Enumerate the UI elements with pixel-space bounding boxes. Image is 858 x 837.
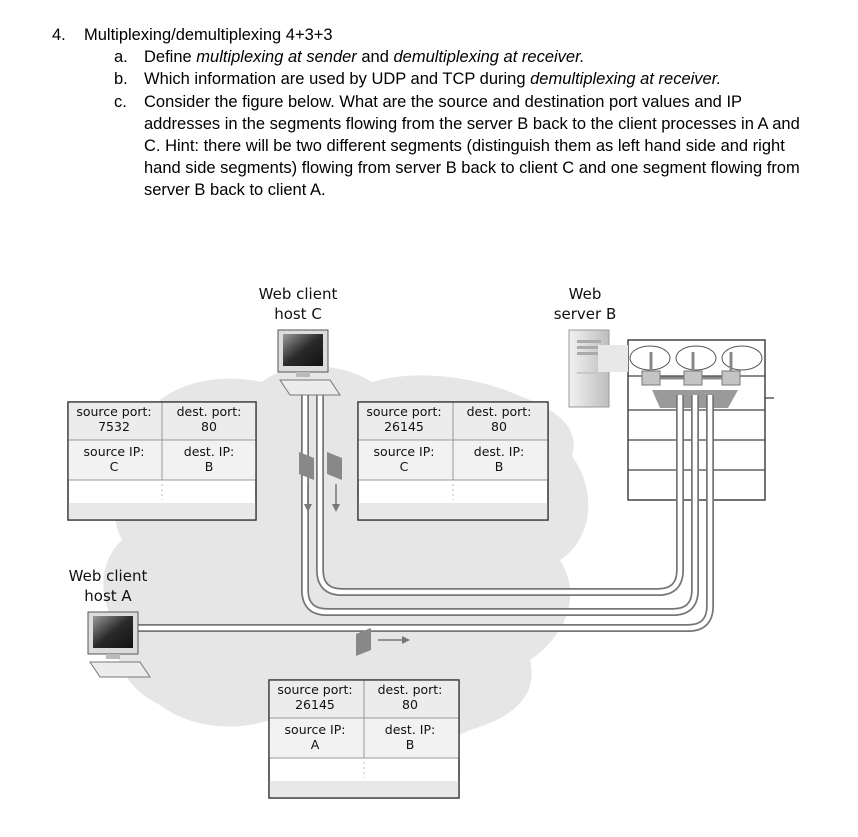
server-b-label-line2: server B <box>554 305 617 323</box>
segment-dest-port-label: dest. port: <box>378 682 443 697</box>
segment-source-ip-label: source IP: <box>374 444 435 459</box>
host-c-label-line2: host C <box>274 305 322 323</box>
segment-box: source port: 26145 dest. port: 80 source… <box>357 401 549 521</box>
packet-arrows <box>299 452 410 656</box>
segment-dest-ip-label: dest. IP: <box>474 444 524 459</box>
segment-source-ip-label: source IP: <box>285 722 346 737</box>
segment-dest-port-label: dest. port: <box>467 404 532 419</box>
segment-source-port-label: source port: <box>76 404 151 419</box>
segment-dest-ip-label: dest. IP: <box>184 444 234 459</box>
host-a-label-line2: host A <box>84 587 132 605</box>
server-socket-stack <box>598 339 774 501</box>
item-a-text: Define multiplexing at sender and demult… <box>144 48 585 66</box>
host-c-computer-icon <box>277 329 341 396</box>
host-c-label-line1: Web client <box>259 285 338 303</box>
segment-source-port-value: 26145 <box>295 697 335 712</box>
item-a-marker: a. <box>114 48 128 66</box>
segment-dest-ip-value: B <box>205 459 214 474</box>
item-b-text: Which information are used by UDP and TC… <box>144 70 722 88</box>
host-a-computer-icon <box>87 611 151 678</box>
segment-dest-port-value: 80 <box>402 697 418 712</box>
host-a-label-line1: Web client <box>69 567 148 585</box>
segment-source-ip-value: C <box>110 459 119 474</box>
segment-dest-ip-value: B <box>495 459 504 474</box>
segment-dest-ip-value: B <box>406 737 415 752</box>
segment-source-ip-value: A <box>311 737 320 752</box>
segment-dest-port-label: dest. port: <box>177 404 242 419</box>
segment-dest-ip-label: dest. IP: <box>385 722 435 737</box>
connection-pipes <box>120 385 714 632</box>
question-title: Multiplexing/demultiplexing 4+3+3 <box>84 26 333 44</box>
item-b-marker: b. <box>114 70 128 88</box>
segment-source-port-value: 7532 <box>98 419 130 434</box>
segment-source-ip-label: source IP: <box>84 444 145 459</box>
item-c-text: Consider the figure below. What are the … <box>144 93 800 199</box>
segment-source-port-label: source port: <box>366 404 441 419</box>
server-b-label-line1: Web <box>569 285 602 303</box>
segment-source-port-value: 26145 <box>384 419 424 434</box>
segment-box: source port: 26145 dest. port: 80 source… <box>268 679 460 799</box>
segment-dest-port-value: 80 <box>201 419 217 434</box>
segment-box: source port: 7532 dest. port: 80 source … <box>67 401 257 521</box>
segment-source-port-label: source port: <box>277 682 352 697</box>
question-number: 4. <box>52 26 66 44</box>
segment-dest-port-value: 80 <box>491 419 507 434</box>
item-c-marker: c. <box>114 93 127 111</box>
segment-source-ip-value: C <box>400 459 409 474</box>
